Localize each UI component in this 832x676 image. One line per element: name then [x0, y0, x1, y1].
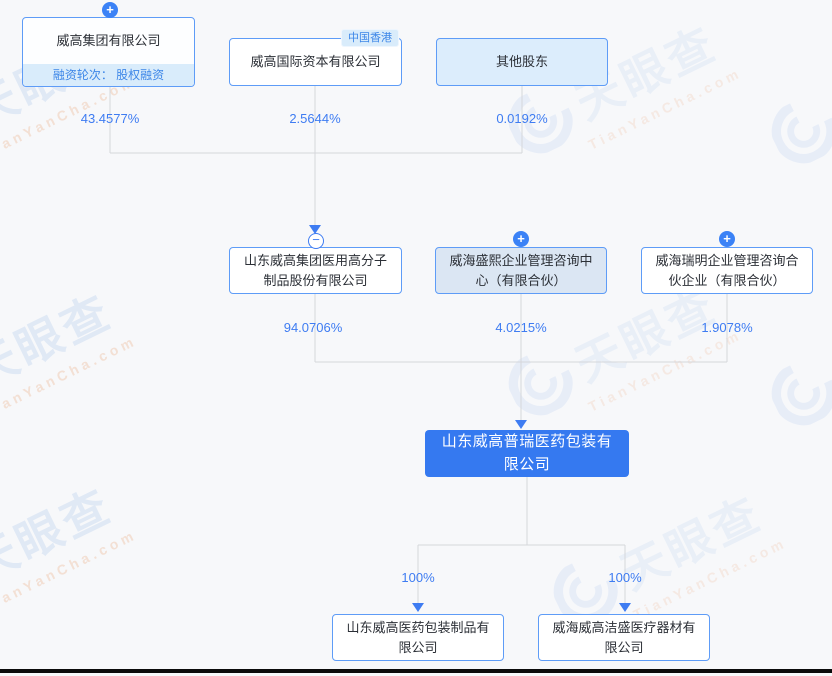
company-box-ruiming-consulting[interactable]: 威海瑞明企业管理咨询合伙企业（有限合伙） — [641, 247, 813, 294]
ownership-percentage: 100% — [401, 570, 435, 585]
company-box-weigao-packaging[interactable]: 山东威高医药包装制品有限公司 — [332, 614, 504, 661]
ownership-percentage: 100% — [608, 570, 642, 585]
expand-plus-icon[interactable]: + — [513, 231, 529, 247]
company-name: 山东威高医药包装制品有限公司 — [346, 620, 490, 655]
collapse-minus-icon[interactable]: − — [308, 233, 324, 249]
company-name: 威高集团有限公司 — [56, 33, 161, 49]
ownership-percentage: 94.0706% — [283, 320, 343, 335]
company-name: 其他股东 — [495, 54, 548, 70]
company-box-weigao-international[interactable]: 中国香港 威高国际资本有限公司 — [229, 29, 402, 86]
company-box-weigao-polymer[interactable]: 山东威高集团医用高分子制品股份有限公司 — [229, 247, 402, 294]
company-name: 威高国际资本有限公司 — [250, 54, 381, 70]
company-name: 威海瑞明企业管理咨询合伙企业（有限合伙） — [655, 253, 799, 288]
window-bottom-edge — [0, 669, 832, 673]
company-name: 威海盛熙企业管理咨询中心（有限合伙） — [449, 253, 593, 288]
company-name: 山东威高集团医用高分子制品股份有限公司 — [243, 253, 387, 288]
company-box-weigao-jiesheng[interactable]: 威海威高洁盛医疗器材有限公司 — [538, 614, 710, 661]
ownership-percentage: 1.9078% — [701, 320, 753, 335]
financing-round-label: 融资轮次： 股权融资 — [23, 64, 194, 86]
company-box-other-shareholders[interactable]: 其他股东 — [436, 38, 608, 86]
company-name: 威海威高洁盛医疗器材有限公司 — [552, 620, 696, 655]
expand-plus-icon[interactable]: + — [102, 2, 118, 18]
company-name: 山东威高普瑞医药包装有限公司 — [441, 433, 613, 473]
ownership-percentage: 43.4577% — [80, 111, 140, 126]
region-tag: 中国香港 — [341, 29, 399, 47]
company-box-target-weigao-purui[interactable]: 山东威高普瑞医药包装有限公司 — [425, 430, 629, 477]
company-box-shengxi-consulting[interactable]: 威海盛熙企业管理咨询中心（有限合伙） — [435, 247, 607, 294]
ownership-percentage: 0.0192% — [496, 111, 548, 126]
expand-plus-icon[interactable]: + — [719, 231, 735, 247]
company-box-weigao-group[interactable]: 威高集团有限公司 融资轮次： 股权融资 — [22, 17, 195, 87]
ownership-percentage: 4.0215% — [495, 320, 547, 335]
ownership-percentage: 2.5644% — [289, 111, 341, 126]
